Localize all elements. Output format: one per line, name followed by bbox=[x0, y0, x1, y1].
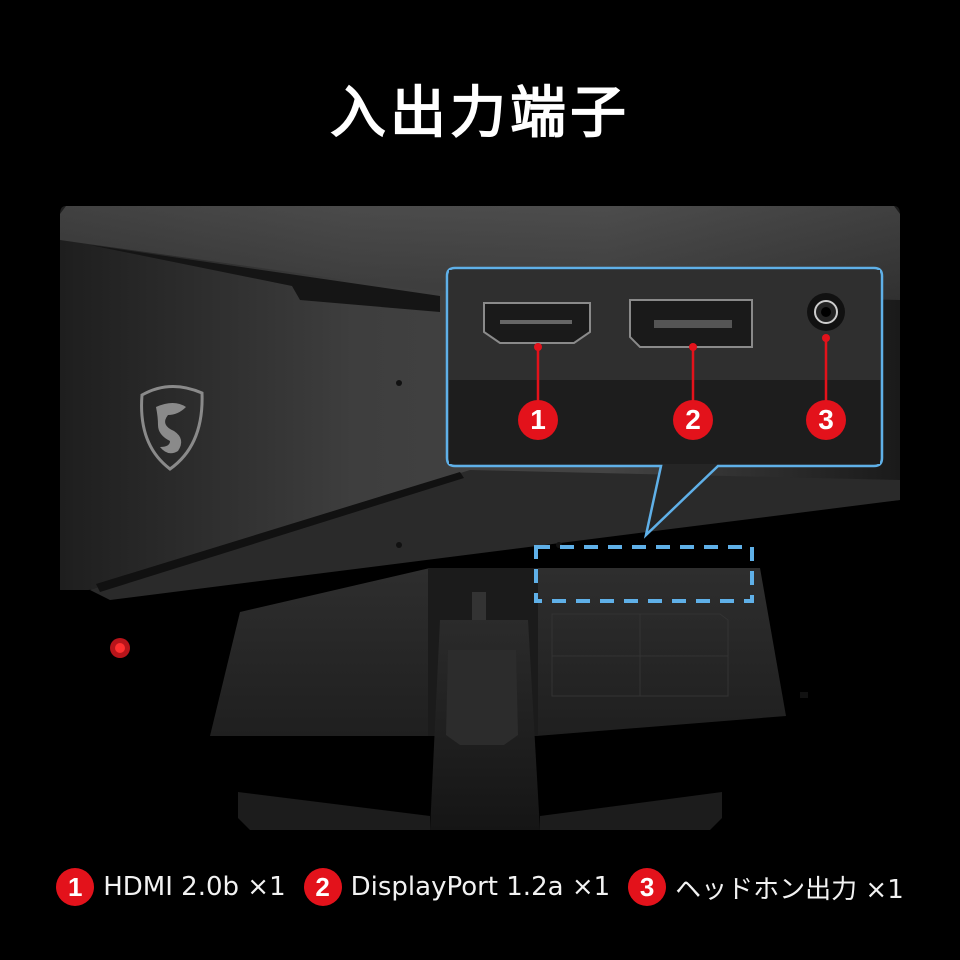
legend-badge-1: 1 bbox=[56, 868, 95, 906]
legend-item-displayport: 2 DisplayPort 1.2a ×1 bbox=[303, 868, 611, 906]
monitor-stand bbox=[238, 620, 722, 830]
legend-item-hdmi: 1 HDMI 2.0b ×1 bbox=[56, 868, 286, 906]
hdmi-port-icon bbox=[483, 302, 591, 344]
port-legend: 1 HDMI 2.0b ×1 2 DisplayPort 1.2a ×1 3 ヘ… bbox=[0, 868, 960, 906]
legend-label-headphone: ヘッドホン出力 ×1 bbox=[675, 874, 904, 905]
marker-lines bbox=[536, 338, 828, 410]
power-button bbox=[110, 638, 130, 658]
msi-dragon-logo bbox=[140, 384, 204, 471]
port-location-highlight bbox=[534, 545, 754, 603]
legend-badge-3: 3 bbox=[628, 868, 667, 906]
callout-marker-1: 1 bbox=[518, 400, 558, 440]
page-title: 入出力端子 bbox=[330, 81, 630, 146]
legend-label-hdmi: HDMI 2.0b ×1 bbox=[103, 872, 286, 902]
callout-marker-2: 2 bbox=[673, 400, 713, 440]
legend-badge-2: 2 bbox=[303, 868, 342, 906]
callout-marker-3: 3 bbox=[806, 400, 846, 440]
headphone-jack-icon bbox=[807, 293, 845, 331]
displayport-port-icon bbox=[629, 299, 753, 348]
legend-label-displayport: DisplayPort 1.2a ×1 bbox=[350, 872, 611, 902]
legend-item-headphone: 3 ヘッドホン出力 ×1 bbox=[628, 868, 904, 906]
